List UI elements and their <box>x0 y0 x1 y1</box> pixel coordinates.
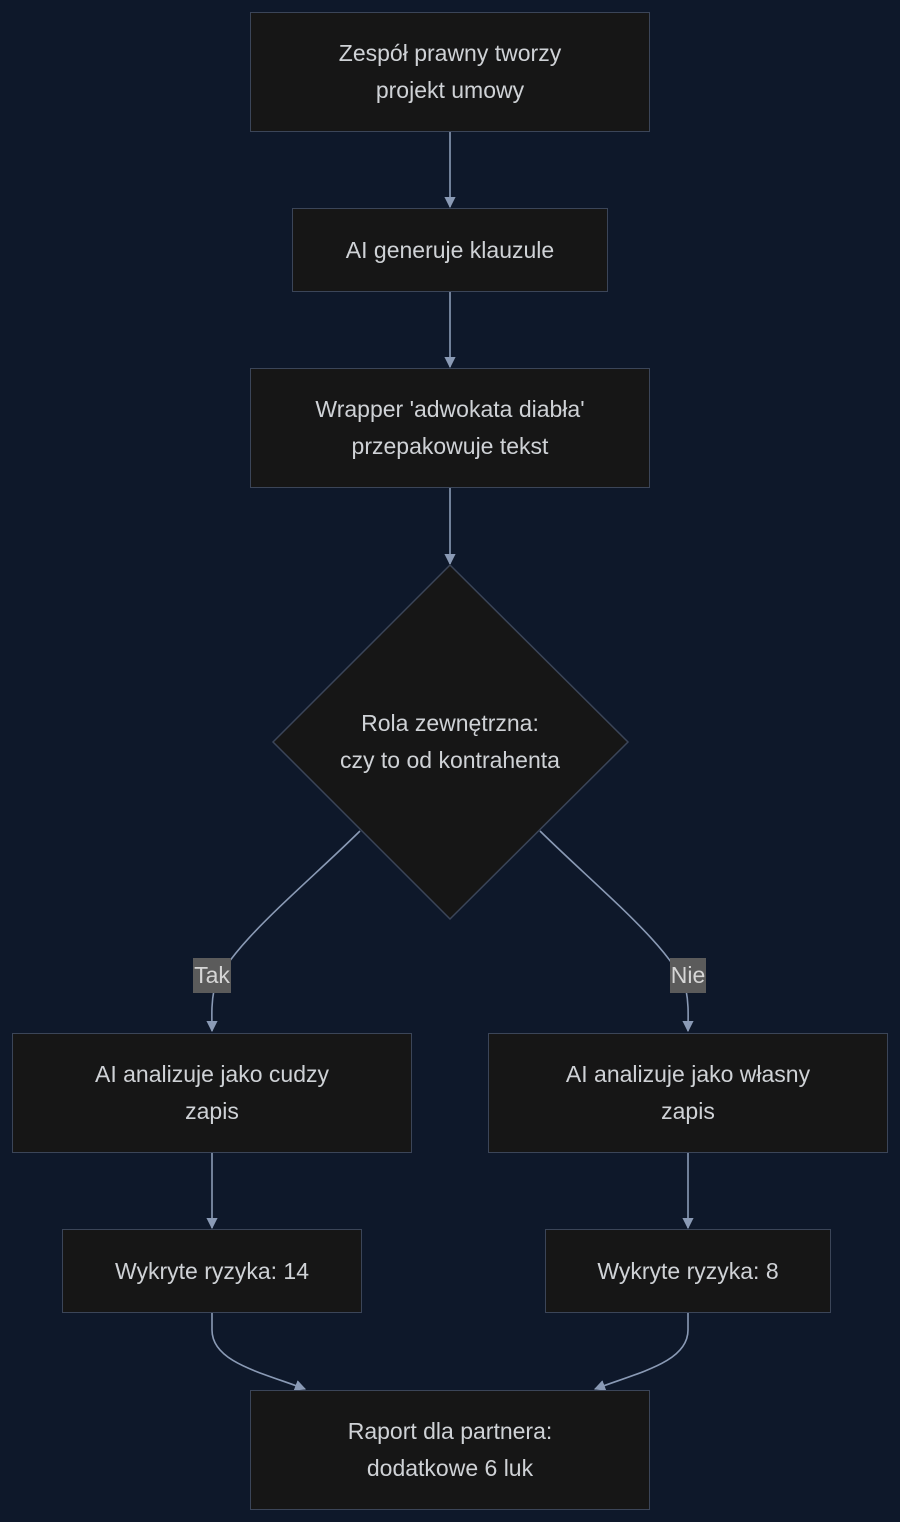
edge-risks-own-to-report <box>593 1313 689 1391</box>
node-risks-own-text: Wykryte ryzyka: 8 <box>597 1257 779 1284</box>
node-draft-contract: Zespół prawny tworzy projekt umowy <box>250 12 650 132</box>
node-draft-line1: Zespół prawny tworzy <box>338 40 562 66</box>
node-foreign-line2: zapis <box>185 1098 239 1124</box>
node-risks-own: Wykryte ryzyka: 8 <box>545 1229 831 1313</box>
node-report-line1: Raport dla partnera: <box>347 1418 553 1444</box>
node-ai-generates: AI generuje klauzule <box>292 208 608 292</box>
node-wrapper: Wrapper 'adwokata diabła' przepakowuje t… <box>250 368 650 488</box>
edge-risks-foreign-to-report <box>211 1313 307 1391</box>
node-generate-line1: AI generuje klauzule <box>345 236 555 263</box>
node-analyze-foreign: AI analizuje jako cudzy zapis <box>12 1033 412 1153</box>
decision-diamond <box>271 563 630 921</box>
node-risks-foreign-text: Wykryte ryzyka: 14 <box>114 1257 310 1284</box>
edge-decision-to-own <box>539 830 694 1033</box>
node-own-line1: AI analizuje jako własny <box>565 1061 811 1087</box>
node-foreign-line1: AI analizuje jako cudzy <box>95 1061 329 1087</box>
node-wrapper-line2: przepakowuje tekst <box>351 433 549 459</box>
decision-text: Rola zewnętrzna: czy to od kontrahenta <box>300 704 600 780</box>
node-partner-report: Raport dla partnera: dodatkowe 6 luk <box>250 1390 650 1510</box>
edge-label-yes: Tak <box>193 958 231 993</box>
node-risks-foreign: Wykryte ryzyka: 14 <box>62 1229 362 1313</box>
node-report-line2: dodatkowe 6 luk <box>366 1455 534 1481</box>
node-own-line2: zapis <box>661 1098 715 1124</box>
decision-line2: czy to od kontrahenta <box>340 747 560 773</box>
edge-decision-to-foreign <box>206 830 361 1033</box>
node-draft-line2: projekt umowy <box>375 77 525 103</box>
edge-label-no: Nie <box>670 958 706 993</box>
decision-line1: Rola zewnętrzna: <box>361 710 539 736</box>
node-wrapper-line1: Wrapper 'adwokata diabła' <box>315 396 585 422</box>
node-analyze-own: AI analizuje jako własny zapis <box>488 1033 888 1153</box>
